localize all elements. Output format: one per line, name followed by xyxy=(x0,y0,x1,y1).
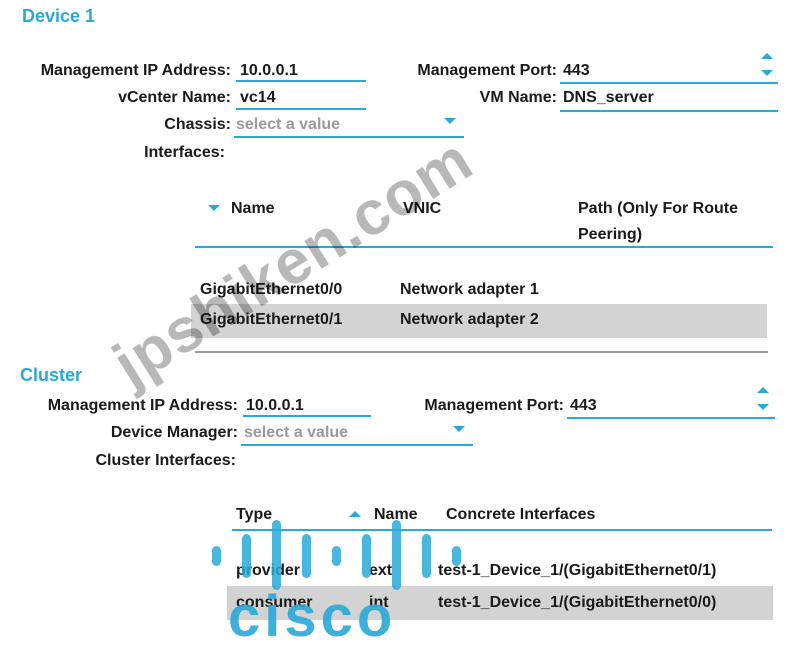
cluster-mgmt-port-underline xyxy=(567,417,775,419)
device-mgmt-port-input[interactable]: 443 xyxy=(563,62,590,79)
device-table-header-vnic[interactable]: VNIC xyxy=(403,200,442,217)
device-chassis-select[interactable]: select a value xyxy=(236,116,341,133)
device-chassis-label: Chassis: xyxy=(164,116,231,133)
cluster-table-header-underline xyxy=(232,529,772,531)
device-row-2-vnic[interactable]: Network adapter 2 xyxy=(400,311,539,328)
cluster-table-header-name[interactable]: Name xyxy=(374,506,418,523)
device-vm-name-underline xyxy=(560,110,778,112)
cluster-row-2-name[interactable]: int xyxy=(369,594,389,611)
device-port-increment-icon[interactable] xyxy=(761,53,773,59)
device-chassis-underline xyxy=(234,136,464,138)
device-vcenter-underline xyxy=(236,108,366,110)
device-port-decrement-icon[interactable] xyxy=(761,70,773,76)
device-mgmt-ip-underline xyxy=(236,80,366,82)
cluster-table-row-selected[interactable] xyxy=(227,586,773,620)
device-mgmt-ip-input[interactable]: 10.0.0.1 xyxy=(240,62,298,79)
device-mgmt-ip-label: Management IP Address: xyxy=(40,62,231,79)
device-row-2-name[interactable]: GigabitEthernet0/1 xyxy=(200,311,343,328)
device-table-bottom-divider xyxy=(195,351,768,353)
cluster-row-2-concrete[interactable]: test-1_Device_1/(GigabitEthernet0/0) xyxy=(438,594,717,611)
device-manager-chevron-down-icon[interactable] xyxy=(453,426,465,432)
device-vm-name-input[interactable]: DNS_server xyxy=(563,89,654,106)
sort-type-icon[interactable] xyxy=(349,511,361,517)
device-vcenter-input[interactable]: vc14 xyxy=(240,89,276,106)
cluster-port-increment-icon[interactable] xyxy=(757,387,769,393)
cluster-row-2-type[interactable]: consumer xyxy=(236,594,313,611)
device-table-header-path-cont: Peering) xyxy=(578,226,643,243)
device-mgmt-port-underline xyxy=(560,82,778,84)
device-row-1-vnic[interactable]: Network adapter 1 xyxy=(400,281,539,298)
cluster-mgmt-ip-input[interactable]: 10.0.0.1 xyxy=(246,397,304,414)
chassis-chevron-down-icon[interactable] xyxy=(444,118,456,124)
cluster-row-1-name[interactable]: ext xyxy=(369,562,393,579)
cluster-table-header-concrete[interactable]: Concrete Interfaces xyxy=(446,506,596,523)
cluster-interfaces-label: Cluster Interfaces: xyxy=(95,452,237,469)
device-vm-name-label: VM Name: xyxy=(479,89,557,106)
device-section-title: Device 1 xyxy=(22,6,96,26)
cluster-row-1-concrete[interactable]: test-1_Device_1/(GigabitEthernet0/1) xyxy=(438,562,717,579)
cluster-mgmt-ip-underline xyxy=(243,415,371,417)
cluster-mgmt-port-input[interactable]: 443 xyxy=(570,397,597,414)
cluster-mgmt-ip-label: Management IP Address: xyxy=(47,397,238,414)
device-mgmt-port-label: Management Port: xyxy=(417,62,557,79)
cluster-device-manager-underline xyxy=(241,444,473,446)
device-row-1-name[interactable]: GigabitEthernet0/0 xyxy=(200,281,343,298)
cluster-mgmt-port-label: Management Port: xyxy=(424,397,564,414)
cluster-section-title: Cluster xyxy=(20,365,83,385)
cluster-device-manager-label: Device Manager: xyxy=(110,424,238,441)
cluster-device-manager-select[interactable]: select a value xyxy=(244,424,349,441)
watermark-text: jpshiken.com xyxy=(101,124,485,400)
cluster-row-1-type[interactable]: provider xyxy=(236,562,301,579)
cluster-table-header-type[interactable]: Type xyxy=(236,506,273,523)
device-table-header-path[interactable]: Path (Only For Route xyxy=(578,200,738,217)
device-table-header-underline xyxy=(195,246,773,248)
cluster-port-decrement-icon[interactable] xyxy=(757,404,769,410)
device-table-header-name[interactable]: Name xyxy=(231,200,275,217)
device-vcenter-label: vCenter Name: xyxy=(118,89,231,106)
device-interfaces-label: Interfaces: xyxy=(144,144,225,161)
sort-name-icon[interactable] xyxy=(208,205,220,211)
device-table-row-selected[interactable] xyxy=(191,304,767,338)
